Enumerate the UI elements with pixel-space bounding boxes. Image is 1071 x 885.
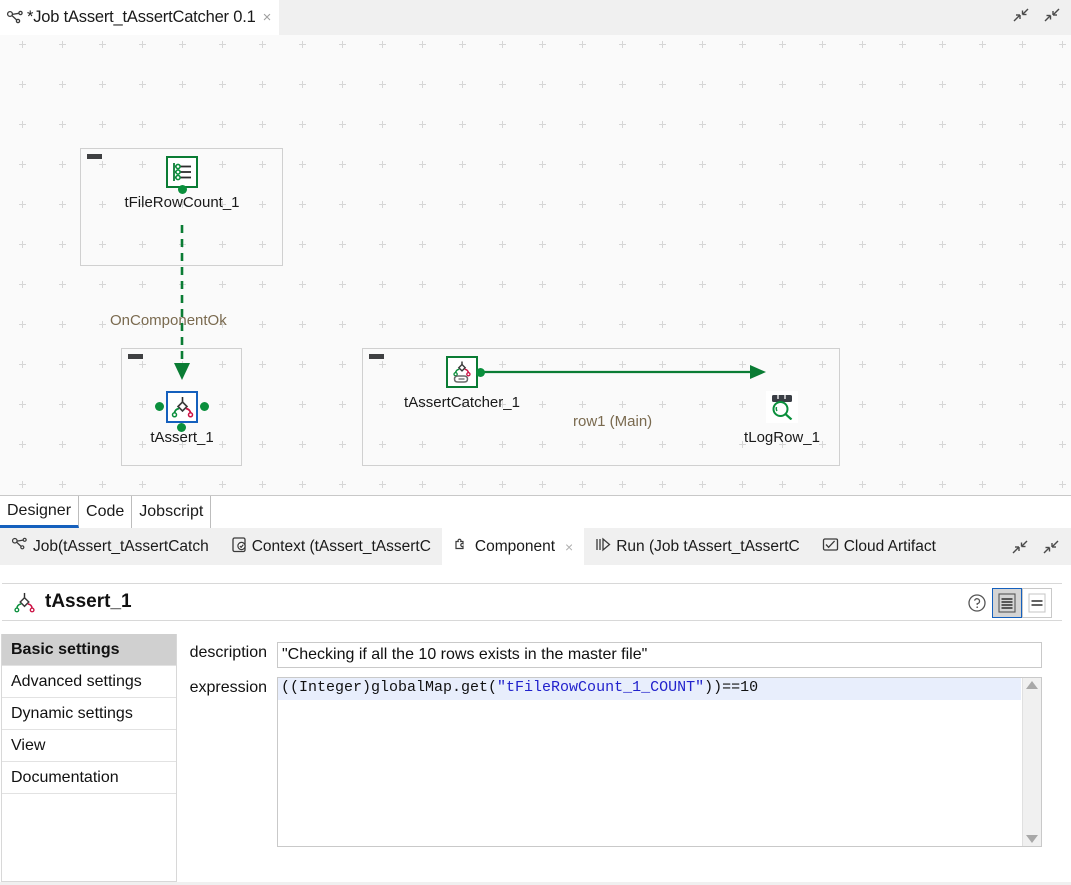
puzzle-icon xyxy=(453,536,470,557)
tab-run[interactable]: Run (Job tAssert_tAssertC xyxy=(584,528,810,565)
settings-tab-advanced-settings[interactable]: Advanced settings xyxy=(2,666,176,698)
minimize-icon[interactable] xyxy=(1009,536,1031,558)
field-row-description: description "Checking if all the 10 rows… xyxy=(177,642,1042,668)
compact-view-button[interactable] xyxy=(1022,588,1052,618)
log-row-icon[interactable] xyxy=(766,391,798,423)
node-label: tLogRow_1 xyxy=(744,429,820,446)
maximize-icon[interactable] xyxy=(1041,4,1063,26)
settings-tab-label: View xyxy=(11,736,46,754)
connection-port[interactable] xyxy=(178,185,187,194)
file-row-count-icon[interactable] xyxy=(166,156,198,188)
tab-job-label: Job(tAssert_tAssertCatch xyxy=(33,537,209,555)
designer-view-tabs: Designer Code Jobscript xyxy=(0,495,1071,528)
editor-tab-job[interactable]: *Job tAssert_tAssertCatcher 0.1 × xyxy=(0,0,280,35)
expression-string-literal: "tFileRowCount_1_COUNT" xyxy=(497,679,705,696)
context-icon xyxy=(231,536,247,558)
tab-run-label: Run (Job tAssert_tAssertC xyxy=(616,537,800,555)
expression-code-line[interactable]: ((Integer)globalMap.get("tFileRowCount_1… xyxy=(278,678,1021,700)
settings-tab-view[interactable]: View xyxy=(2,730,176,762)
job-icon xyxy=(11,537,28,557)
close-icon[interactable]: × xyxy=(565,538,574,555)
node-label: tAssertCatcher_1 xyxy=(404,394,520,411)
node-label: tAssert_1 xyxy=(150,429,214,446)
connection-port[interactable] xyxy=(177,423,186,432)
expression-editor[interactable]: ((Integer)globalMap.get("tFileRowCount_1… xyxy=(277,677,1042,847)
subjob-collapse-handle[interactable] xyxy=(87,154,102,159)
connection-port[interactable] xyxy=(476,368,485,377)
subjob-collapse-handle[interactable] xyxy=(128,354,143,359)
component-header: tAssert_1 xyxy=(2,583,1062,621)
settings-tab-label: Documentation xyxy=(11,768,119,786)
tab-context[interactable]: Context (tAssert_tAssertC xyxy=(220,528,442,565)
editor-tab-title: *Job tAssert_tAssertCatcher 0.1 xyxy=(27,8,256,26)
settings-tab-basic-settings[interactable]: Basic settings xyxy=(2,634,176,666)
panel-window-controls xyxy=(1009,528,1071,565)
scroll-down-icon[interactable] xyxy=(1026,835,1038,843)
view-tabs-filler xyxy=(211,496,1071,528)
expression-prefix: ((Integer)globalMap.get( xyxy=(281,679,498,696)
cloud-artifact-icon xyxy=(822,537,839,557)
minimize-icon[interactable] xyxy=(1010,4,1032,26)
detailed-view-button[interactable] xyxy=(992,588,1022,618)
subjob-collapse-handle[interactable] xyxy=(369,354,384,359)
scroll-up-icon[interactable] xyxy=(1026,681,1038,689)
editor-tab-bar: *Job tAssert_tAssertCatcher 0.1 × xyxy=(0,0,1071,35)
expression-label: expression xyxy=(189,679,267,696)
component-view: tAssert_1 xyxy=(0,565,1071,885)
tab-code-label: Code xyxy=(86,503,125,520)
settings-tab-label: Dynamic settings xyxy=(11,704,133,722)
assert-icon xyxy=(12,592,37,613)
connection-port[interactable] xyxy=(155,402,164,411)
description-input[interactable]: "Checking if all the 10 rows exists in t… xyxy=(277,642,1042,668)
settings-tab-label: Advanced settings xyxy=(11,672,142,690)
tab-component-label: Component xyxy=(474,537,556,555)
settings-tab-label: Basic settings xyxy=(11,640,120,658)
tab-jobscript-label: Jobscript xyxy=(139,503,204,520)
tab-job[interactable]: Job(tAssert_tAssertCatch xyxy=(0,528,220,565)
connection-label-oncomponentok[interactable]: OnComponentOk xyxy=(110,312,227,329)
component-settings-body: description "Checking if all the 10 rows… xyxy=(177,634,1070,882)
field-row-expression: expression ((Integer)globalMap.get("tFil… xyxy=(177,677,1042,847)
panel-bottom-strip xyxy=(0,882,1071,885)
tab-designer[interactable]: Designer xyxy=(0,496,80,528)
assert-catcher-icon[interactable] xyxy=(446,356,478,388)
tab-jobscript[interactable]: Jobscript xyxy=(132,496,212,528)
description-label: description xyxy=(189,644,267,661)
tab-component[interactable]: Component × xyxy=(441,528,585,565)
tab-context-label: Context (tAssert_tAssertC xyxy=(251,537,431,555)
tab-cloud-artifact[interactable]: Cloud Artifact xyxy=(811,528,947,565)
settings-tab-dynamic-settings[interactable]: Dynamic settings xyxy=(2,698,176,730)
component-header-actions xyxy=(962,584,1052,622)
settings-tab-documentation[interactable]: Documentation xyxy=(2,762,176,794)
tab-code[interactable]: Code xyxy=(79,496,133,528)
subjob-assertcatcher[interactable] xyxy=(362,348,840,466)
expression-scrollbar[interactable] xyxy=(1022,678,1041,846)
editor-window-controls xyxy=(1010,4,1063,26)
expression-suffix: ))==10 xyxy=(704,679,759,696)
component-settings-tabs: Basic settings Advanced settings Dynamic… xyxy=(1,634,177,882)
bottom-panel-tab-bar: Job(tAssert_tAssertCatch Context (tAsser… xyxy=(0,528,1071,565)
tab-designer-label: Designer xyxy=(7,501,72,519)
job-icon xyxy=(6,10,24,26)
maximize-icon[interactable] xyxy=(1040,536,1062,558)
job-design-canvas[interactable]: OnComponentOk row1 (Main) tFileRowCount_… xyxy=(0,35,1071,495)
close-icon[interactable]: × xyxy=(262,9,272,26)
node-label: tFileRowCount_1 xyxy=(124,194,240,211)
run-icon xyxy=(595,537,611,557)
panel-tabs-spacer xyxy=(947,528,1009,565)
help-icon[interactable] xyxy=(962,588,992,618)
assert-icon[interactable] xyxy=(166,391,198,423)
connection-label-row1[interactable]: row1 (Main) xyxy=(573,413,653,430)
tab-cloud-artifact-label: Cloud Artifact xyxy=(843,537,936,555)
connection-port[interactable] xyxy=(200,402,209,411)
component-title: tAssert_1 xyxy=(45,591,132,612)
